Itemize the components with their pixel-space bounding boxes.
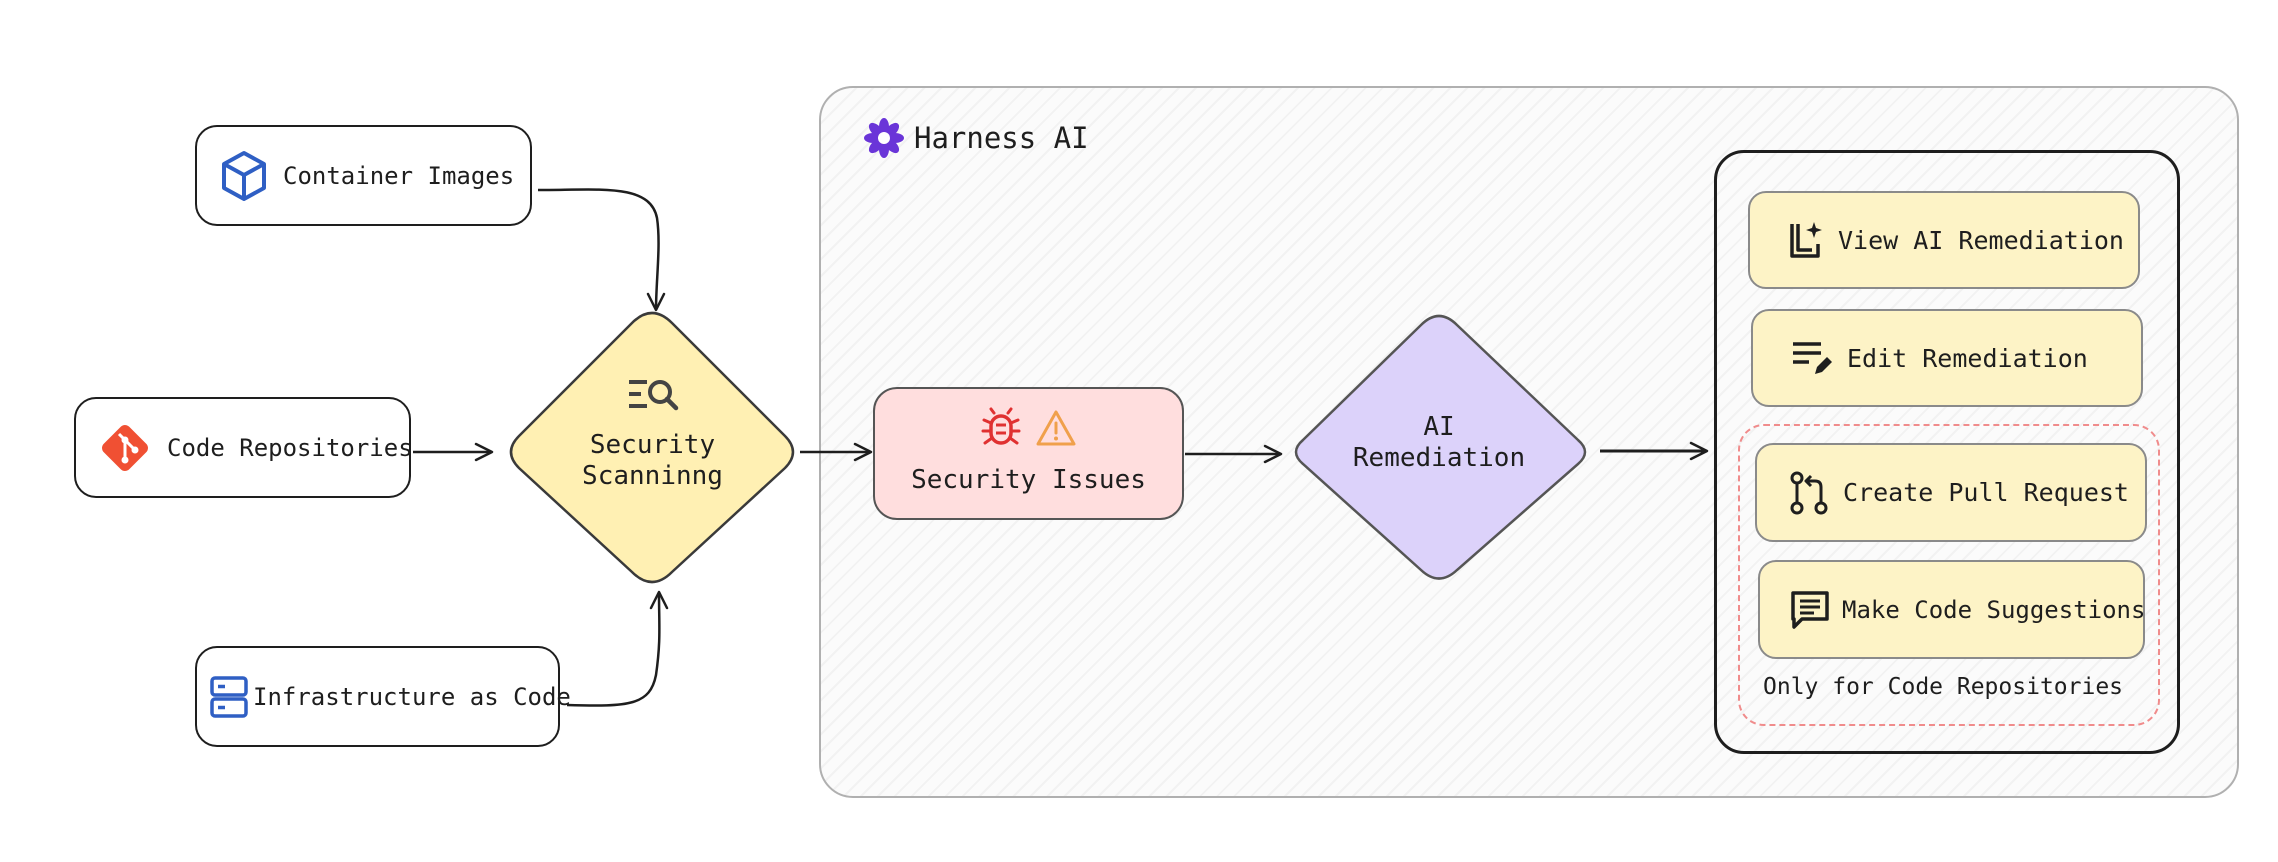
comment-icon [1790, 590, 1830, 630]
remediation-actions-group [1714, 150, 2180, 754]
infrastructure-as-code-label: Infrastructure as Code [253, 682, 571, 711]
make-code-suggestions-label: Make Code Suggestions [1842, 595, 2146, 624]
security-issues-node: Security Issues [873, 387, 1184, 520]
security-issues-label: Security Issues [911, 465, 1146, 495]
ai-remediation-diamond [1294, 314, 1587, 580]
code-repositories-only-note: Only for Code Repositories [1763, 674, 2124, 700]
create-pull-request-button[interactable]: Create Pull Request [1755, 443, 2147, 542]
server-icon [209, 675, 249, 719]
edit-remediation-label: Edit Remediation [1847, 343, 2088, 373]
code-repositories-label: Code Repositories [167, 433, 413, 462]
harness-ai-header: Harness AI [862, 116, 1089, 160]
view-ai-remediation-label: View AI Remediation [1838, 225, 2124, 255]
container-images-node: Container Images [195, 125, 532, 226]
make-code-suggestions-button[interactable]: Make Code Suggestions [1758, 560, 2145, 659]
search-list-icon [627, 376, 679, 414]
container-images-label: Container Images [283, 161, 515, 190]
security-scanning-line2: Scanninng [582, 460, 723, 491]
pull-request-icon [1789, 471, 1829, 515]
cube-icon [219, 149, 269, 203]
security-scanning-diamond [509, 311, 795, 584]
edit-list-icon [1791, 338, 1833, 378]
bug-icon [981, 407, 1021, 449]
ai-remediation-content: AI Remediation [1330, 412, 1548, 473]
code-repositories-node: Code Repositories [74, 397, 413, 498]
create-pull-request-label: Create Pull Request [1843, 478, 2129, 507]
security-scanning-content: Security Scanninng [560, 376, 745, 491]
edit-remediation-button[interactable]: Edit Remediation [1751, 309, 2143, 407]
security-scanning-line1: Security [589, 430, 716, 460]
git-icon [97, 420, 153, 476]
arrow-iac-to-scanning [566, 590, 669, 707]
sparkle-doc-icon [1786, 220, 1824, 260]
warning-icon [1035, 409, 1077, 447]
arrow-container-to-scanning [537, 188, 666, 312]
code-repositories-only-group [1738, 424, 2160, 726]
view-ai-remediation-button[interactable]: View AI Remediation [1748, 191, 2140, 289]
harness-ai-title: Harness AI [914, 121, 1089, 155]
ai-remediation-line2: Remediation [1352, 442, 1526, 473]
infrastructure-as-code-node: Infrastructure as Code [195, 646, 571, 747]
ai-remediation-line1: AI [1423, 412, 1455, 442]
harness-logo-icon [862, 116, 906, 160]
